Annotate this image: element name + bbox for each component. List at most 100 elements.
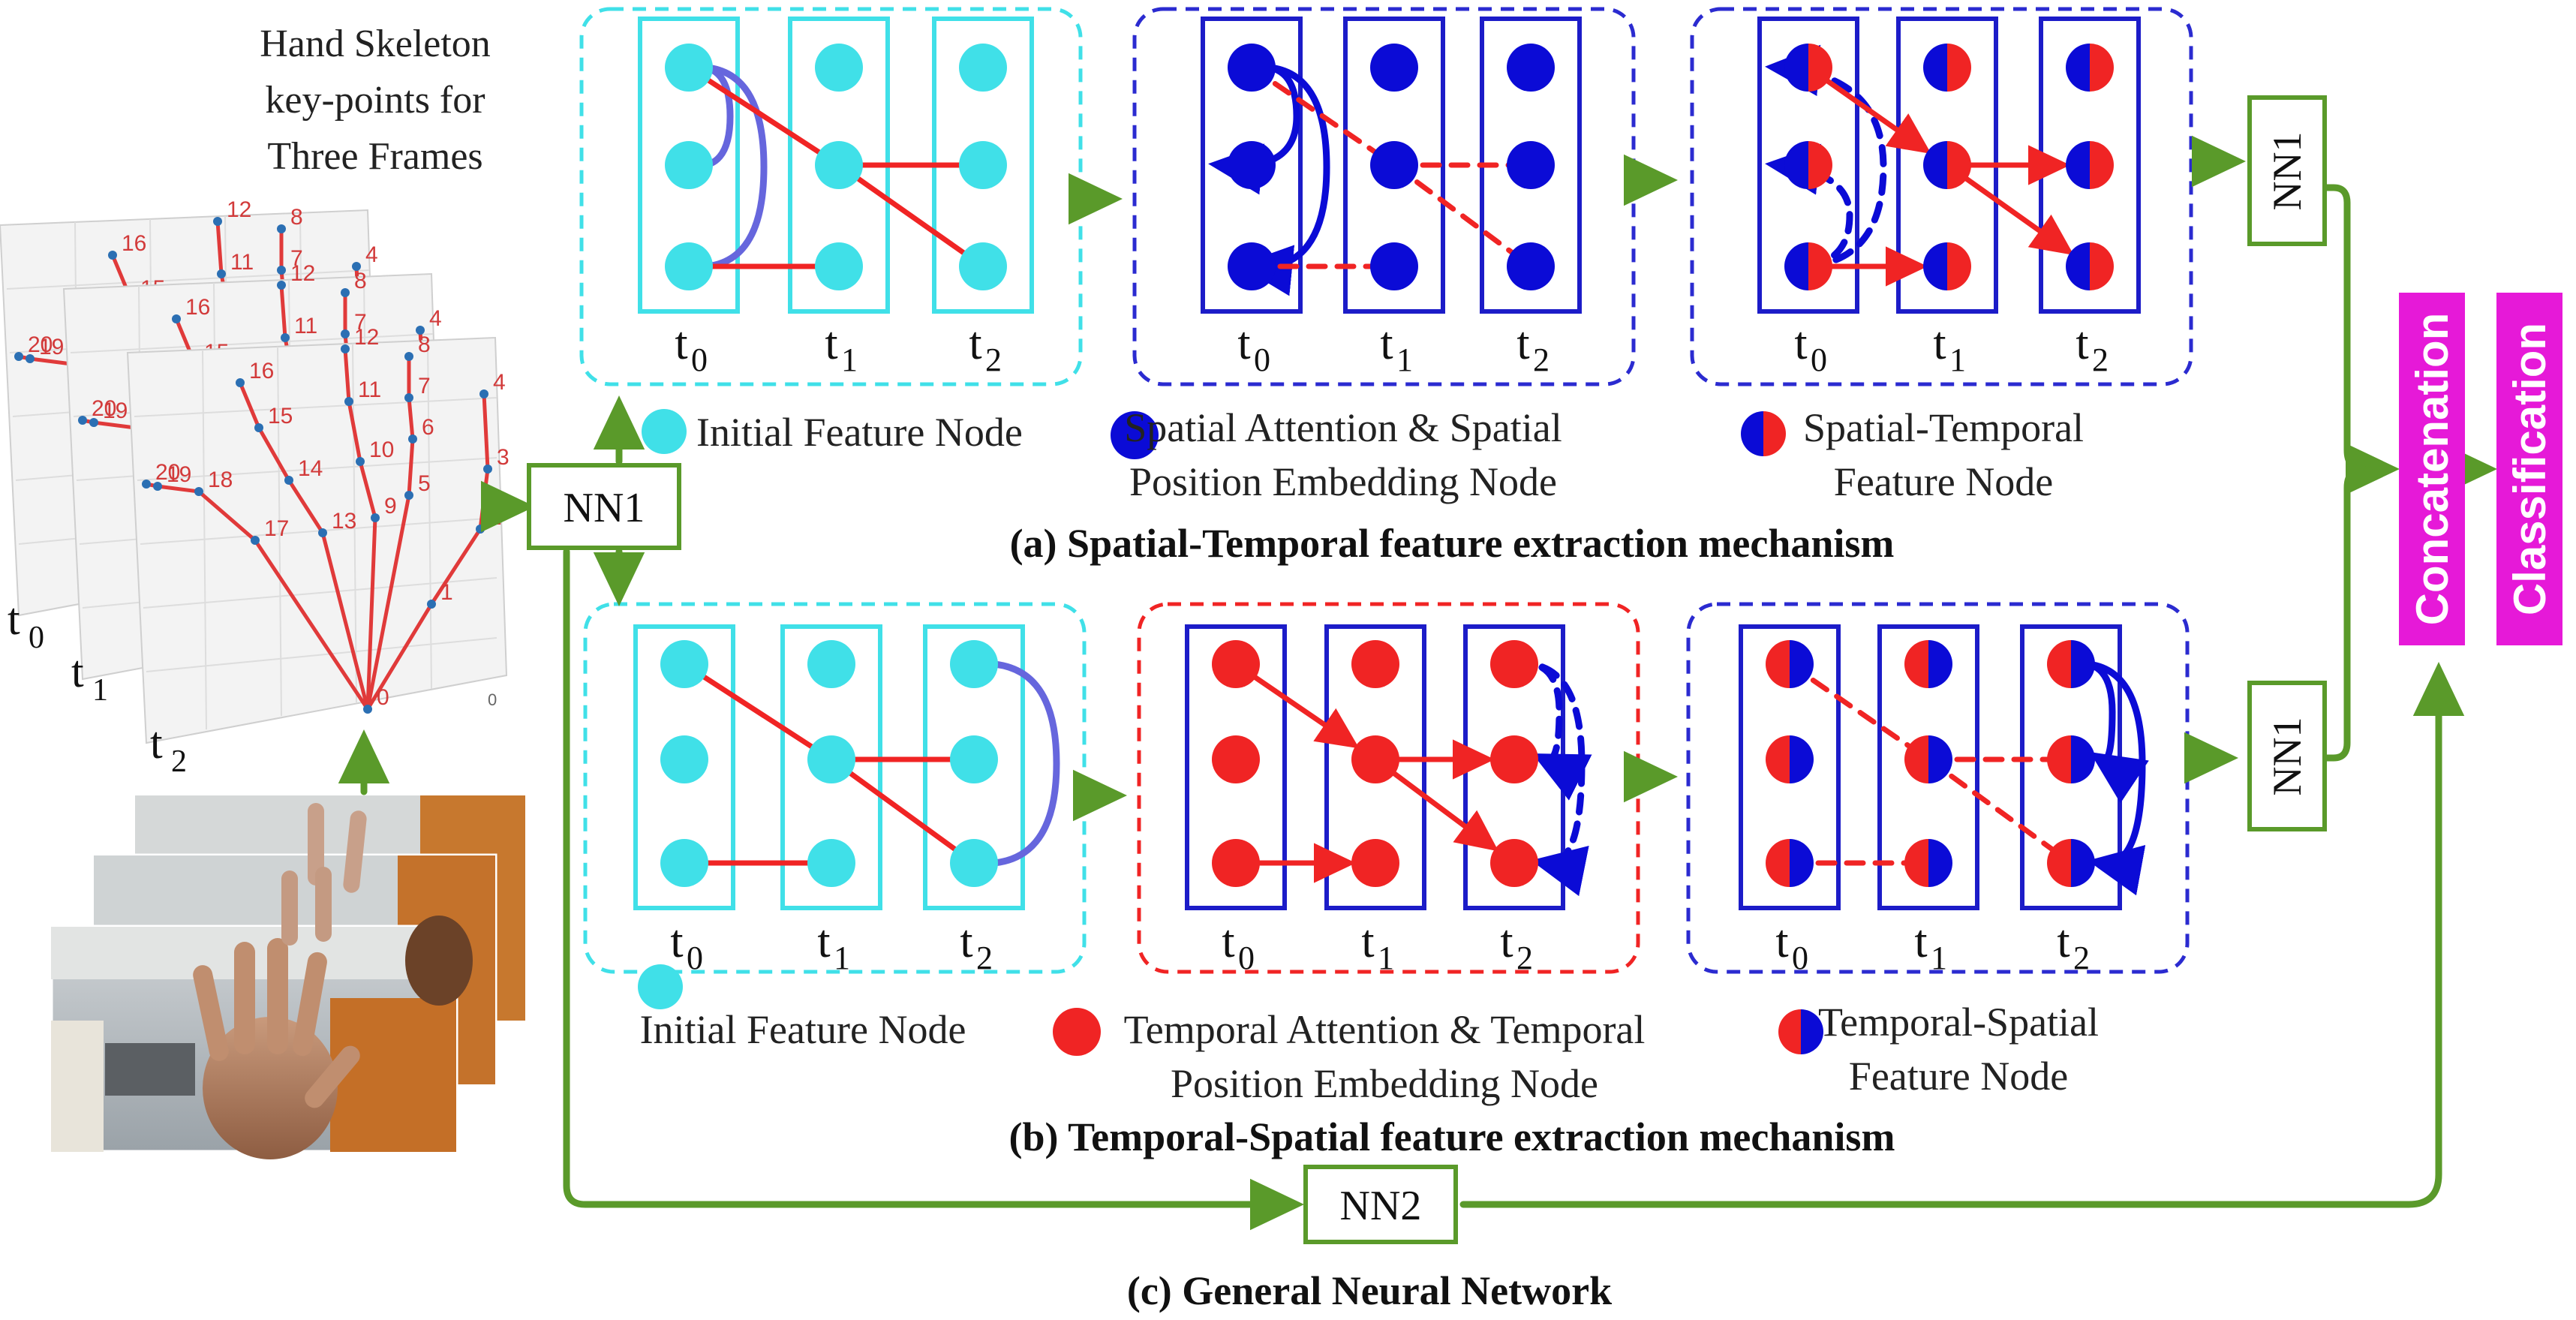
skeleton-tick-zero: 0 [488, 690, 497, 709]
legend-b-temporal-attention-line2: Position Embedding Node [1171, 1061, 1598, 1106]
keypoint-label: 4 [429, 306, 442, 331]
keypoint-label: 4 [493, 370, 506, 395]
keypoint-label: 7 [354, 310, 367, 335]
temporal-spatial-node-legend-icon [1778, 1009, 1823, 1054]
time-label-b1-t2: t [960, 916, 972, 967]
node-b3-c0-r0 [1766, 640, 1814, 688]
skeleton-axis-sub-t1: 1 [92, 673, 108, 708]
node-a1-c1-r2 [815, 242, 863, 290]
captions: (a) Spatial-Temporal feature extraction … [1009, 521, 1895, 1313]
node-a2-c2-r2 [1507, 242, 1555, 290]
concatenation-block: Concatenation [2399, 293, 2465, 645]
keypoint-label: 1 [440, 580, 453, 605]
keypoint-label: 19 [167, 462, 191, 487]
node-a1-c0-r2 [665, 242, 713, 290]
spatial-link-dashed [1510, 660, 1592, 801]
node-b2-c2-r1 [1490, 735, 1538, 783]
caption-line-2: key-points for [265, 79, 485, 122]
node-b2-c0-r0 [1212, 640, 1260, 688]
time-label-sub-b3-t1: 1 [1931, 940, 1947, 976]
node-a3-c1-r0 [1923, 44, 1971, 92]
temporal-arrow [1944, 162, 2074, 255]
spatial-link-dashed [1765, 44, 1887, 270]
spatial-attention-curve [1238, 63, 1330, 296]
node-b3-c2-r0 [2047, 640, 2095, 688]
time-label-a1-t0: t [675, 318, 687, 369]
time-label-a3-t2: t [2076, 318, 2088, 369]
time-label-sub-a2-t2: 2 [1533, 341, 1550, 378]
caption-line-3: Three Frames [267, 135, 482, 178]
keypoint-label: 3 [497, 445, 509, 470]
legend-b-temporal-spatial-line1: Temporal-Spatial [1818, 1000, 2099, 1045]
time-label-sub-b1-t2: 2 [976, 940, 993, 976]
node-b2-c2-r2 [1490, 839, 1538, 887]
node-b1-c2-r1 [950, 735, 998, 783]
keypoint-label: 2 [489, 505, 502, 530]
keypoint-label: 16 [122, 231, 146, 256]
time-label-a2-t1: t [1380, 318, 1393, 369]
time-label-b2-t1: t [1361, 916, 1374, 967]
legend-a-spatial-temporal-line2: Feature Node [1834, 459, 2053, 504]
legend-a-spatial-temporal-line1: Spatial-Temporal [1803, 405, 2084, 450]
time-label-b2-t2: t [1500, 916, 1513, 967]
keypoint-label: 20 [28, 332, 53, 357]
keypoint-label: 6 [422, 415, 434, 440]
temporal-link [681, 661, 834, 762]
time-column-b3-t0 [1739, 624, 1841, 910]
keypoint-label: 16 [185, 295, 210, 320]
keypoint-label: 8 [290, 205, 303, 230]
node-b1-c0-r0 [660, 640, 708, 688]
skeleton-axis-sub-t0: 0 [29, 621, 44, 655]
time-label-sub-a3-t1: 1 [1949, 341, 1966, 378]
panel-b-temporal-spatial [1686, 602, 2190, 974]
legend-a-spatial-attention-line1: Spatial Attention & Spatial [1124, 405, 1562, 450]
node-a1-c2-r2 [959, 242, 1007, 290]
time-label-sub-a1-t2: 2 [985, 341, 1002, 378]
node-a2-c1-r0 [1370, 44, 1418, 92]
keypoint-label: 19 [39, 335, 64, 359]
time-column-b3-t1 [1877, 624, 1979, 910]
time-label-b1-t1: t [817, 916, 830, 967]
spatial-link-curve [685, 63, 768, 271]
skeleton-caption: Hand Skeleton key-points for Three Frame… [260, 23, 491, 178]
node-a2-c1-r2 [1370, 242, 1418, 290]
spatial-link-curve [970, 660, 1060, 867]
legend-b-temporal-attention-line1: Temporal Attention & Temporal [1124, 1007, 1646, 1052]
keypoint-label: 18 [208, 468, 233, 492]
nn1-center-block: NN1 [527, 463, 681, 550]
node-b1-c2-r0 [950, 640, 998, 688]
time-column-a2-t0 [1201, 17, 1303, 314]
caption-b: (b) Temporal-Spatial feature extraction … [1009, 1114, 1895, 1159]
keypoint-label: 12 [227, 197, 251, 222]
panel-a-spatial-attention [1132, 7, 1636, 386]
keypoint-label: 19 [103, 398, 128, 423]
nn1-bottom-right-block: NN1 [2247, 681, 2327, 831]
node-b1-c1-r1 [807, 735, 855, 783]
keypoint-label: 20 [92, 396, 116, 421]
initial-node-legend-icon [642, 409, 687, 454]
nn1-top-right-label: NN1 [2265, 132, 2310, 211]
node-a2-c0-r1 [1228, 141, 1276, 189]
temporal-link [686, 65, 842, 168]
node-a3-c1-r2 [1923, 242, 1971, 290]
temporal-link-dashed [1391, 162, 1534, 269]
node-a1-c0-r1 [665, 141, 713, 189]
skeleton-axis-label-t1: t [71, 647, 84, 696]
nn1-center-label: NN1 [564, 485, 645, 531]
time-column-a2-t1 [1343, 17, 1445, 314]
concatenation-label: Concatenation [2407, 313, 2457, 626]
node-b3-c0-r1 [1766, 735, 1814, 783]
node-b1-c1-r0 [807, 640, 855, 688]
node-a1-c1-r1 [815, 141, 863, 189]
keypoint-label: 15 [268, 404, 293, 428]
time-column-b1-t1 [780, 624, 882, 910]
time-label-b3-t1: t [1914, 916, 1927, 967]
caption-line-1: Hand Skeleton [260, 23, 491, 65]
keypoint-label: 8 [354, 269, 367, 293]
panel-a-initial [579, 7, 1083, 386]
nn2-block: NN2 [1303, 1165, 1458, 1244]
keypoint-label: 5 [418, 471, 431, 496]
keypoint-label: 9 [384, 494, 397, 519]
